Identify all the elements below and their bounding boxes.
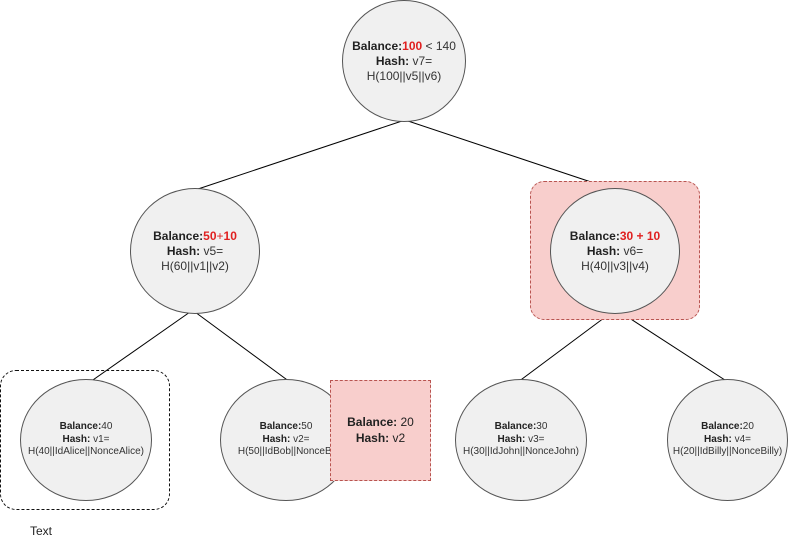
balance-label: Balance:	[494, 421, 537, 433]
edge-left-leaf2	[194, 311, 291, 383]
hash-value: v3=	[525, 433, 545, 445]
balance-label: Balance:	[259, 421, 302, 433]
balance-label: Balance:	[59, 421, 102, 433]
hash-label: Hash:	[355, 430, 390, 445]
balance-value: 100	[402, 38, 423, 53]
hash-label: Hash:	[704, 433, 732, 445]
hash-label: Hash:	[497, 433, 526, 445]
right-mid-balance-line: Balance:30 + 10	[570, 229, 660, 244]
hash-label: Hash:	[375, 53, 410, 68]
leaf-hash-line: Hash: v2=	[263, 434, 310, 447]
leaf-node-alice[interactable]: Balance:40 Hash: v1= H(40||IdAlice||Nonc…	[20, 379, 152, 501]
leaf-node-john[interactable]: Balance:30 Hash: v3= H(30||IdJohn||Nonce…	[455, 379, 587, 501]
edge-right-leaf3	[517, 311, 613, 383]
balance-value: 20	[397, 414, 414, 429]
hash-value: v5=	[200, 243, 224, 258]
hash-value: v2=	[290, 433, 310, 445]
leaf-balance-line: Balance:30	[495, 421, 548, 434]
balance-operator: +	[216, 228, 224, 243]
hash-label: Hash:	[586, 243, 621, 258]
hash-label: Hash:	[262, 433, 291, 445]
balance-value: 30 + 10	[619, 228, 661, 243]
hash-label: Hash:	[62, 433, 91, 445]
edge-root-right	[404, 119, 616, 191]
right-mid-hash-line: Hash: v6=	[587, 244, 643, 259]
hash-value: v7=	[409, 53, 433, 68]
balance-label: Balance:	[347, 414, 398, 429]
balance-value: 30	[536, 421, 548, 433]
root-balance-line: Balance:100 < 140	[352, 39, 456, 54]
note-hash-line: Hash: v2	[356, 431, 405, 447]
hash-formula: H(60||v1||v2)	[161, 258, 229, 273]
root-node[interactable]: Balance:100 < 140 Hash: v7= H(100||v5||v…	[342, 0, 466, 122]
hash-formula: H(50||IdBob||NonceBob)	[237, 446, 347, 458]
hash-formula-clip: H(50||IdBob||NonceBob)	[232, 446, 352, 459]
leaf-balance-line: Balance:20	[701, 421, 754, 434]
hash-value: v6=	[620, 243, 644, 258]
hash-formula: H(40||v3||v4)	[581, 258, 649, 273]
balance-label: Balance:	[569, 228, 620, 243]
left-mid-node[interactable]: Balance:50+10 Hash: v5= H(60||v1||v2)	[130, 188, 260, 314]
alice-leaf-group	[0, 370, 170, 510]
note-balance-line: Balance: 20	[347, 415, 414, 431]
balance-label: Balance:	[153, 228, 204, 243]
balance-value: 20	[742, 421, 754, 433]
left-mid-hash-line: Hash: v5=	[167, 244, 223, 259]
hash-value: v1=	[90, 433, 110, 445]
balance-label: Balance:	[701, 421, 743, 433]
hash-formula: H(30||IdJohn||NonceJohn)	[462, 446, 579, 458]
hash-value: v2	[389, 430, 406, 445]
right-mid-node[interactable]: Balance:30 + 10 Hash: v6= H(40||v3||v4)	[550, 188, 680, 314]
hash-formula: H(40||IdAlice||NonceAlice)	[28, 446, 144, 458]
leaf-balance-line: Balance:40	[60, 421, 113, 434]
leaf-hash-line: Hash: v4=	[704, 434, 751, 447]
hash-label: Hash:	[166, 243, 201, 258]
balance-suffix: < 140	[422, 38, 456, 53]
hash-formula: H(20||IdBilly||NonceBilly)	[672, 446, 783, 458]
text-caption: Text	[30, 524, 53, 538]
balance-value: 50	[301, 421, 313, 433]
edge-right-leaf4	[619, 311, 729, 383]
hash-value: v4=	[731, 433, 751, 445]
balance-value: 40	[101, 421, 113, 433]
leaf-node-billy[interactable]: Balance:20 Hash: v4= H(20||IdBilly||Nonc…	[667, 379, 788, 501]
balance-value: 50	[203, 228, 217, 243]
root-hash-line: Hash: v7=	[376, 54, 432, 69]
bob-proof-note[interactable]: Balance: 20 Hash: v2	[330, 380, 431, 481]
leaf-balance-line: Balance:50	[260, 421, 313, 434]
edge-root-left	[194, 119, 406, 191]
hash-formula: H(100||v5||v6)	[366, 68, 442, 83]
leaf-hash-line: Hash: v3=	[498, 434, 545, 447]
leaf-hash-line: Hash: v1=	[63, 434, 110, 447]
balance-increment: 10	[223, 228, 237, 243]
balance-label: Balance:	[352, 38, 403, 53]
left-mid-balance-line: Balance:50+10	[153, 229, 237, 244]
